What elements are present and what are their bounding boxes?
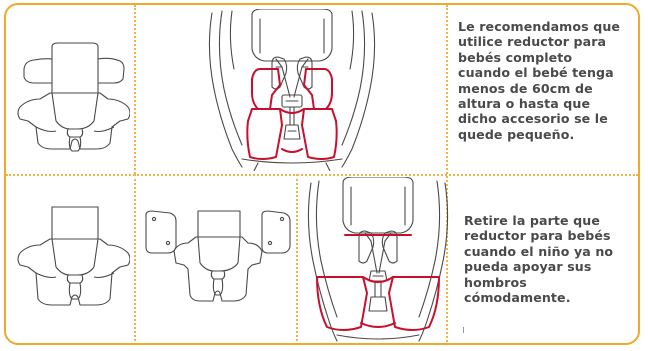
instruction-line: menos de 60cm de bbox=[458, 81, 620, 96]
column-divider bbox=[134, 5, 136, 174]
seat-with-reduced-reducer-illustration bbox=[303, 177, 453, 345]
instruction-line: utilice reductor para bbox=[458, 34, 620, 49]
instruction-card: Le recomendamos que utilice reductor par… bbox=[4, 3, 640, 345]
instruction-line: bebés completo bbox=[458, 50, 620, 65]
instruction-line: quede pequeño. bbox=[458, 127, 620, 142]
remove-reducer-instruction-text: Retire la parte que reductor para bebés … bbox=[464, 213, 613, 305]
instruction-line: hombros bbox=[464, 275, 613, 290]
reducer-separated-pieces-illustration bbox=[142, 207, 292, 311]
instruction-line: cómodamente. bbox=[464, 290, 613, 305]
seat-with-full-reducer-illustration bbox=[202, 9, 382, 171]
column-divider bbox=[134, 174, 136, 345]
instruction-line: Retire la parte que bbox=[464, 213, 613, 228]
row-divider bbox=[6, 174, 638, 176]
column-divider bbox=[296, 174, 298, 345]
instruction-line: pueda apoyar sus bbox=[464, 259, 613, 274]
full-reducer-recommendation-text: Le recomendamos que utilice reductor par… bbox=[458, 19, 620, 142]
full-infant-reducer-illustration bbox=[12, 37, 130, 155]
instruction-line: Le recomendamos que bbox=[458, 19, 620, 34]
tick-mark bbox=[463, 327, 464, 333]
instruction-line: altura o hasta que bbox=[458, 96, 620, 111]
instruction-line: reductor para bebés bbox=[464, 228, 613, 243]
reducer-body-piece-illustration bbox=[12, 203, 130, 311]
instruction-line: cuando el niño ya no bbox=[464, 244, 613, 259]
instruction-line: dicho accesorio se le bbox=[458, 111, 620, 126]
instruction-line: cuando el bebé tenga bbox=[458, 65, 620, 80]
